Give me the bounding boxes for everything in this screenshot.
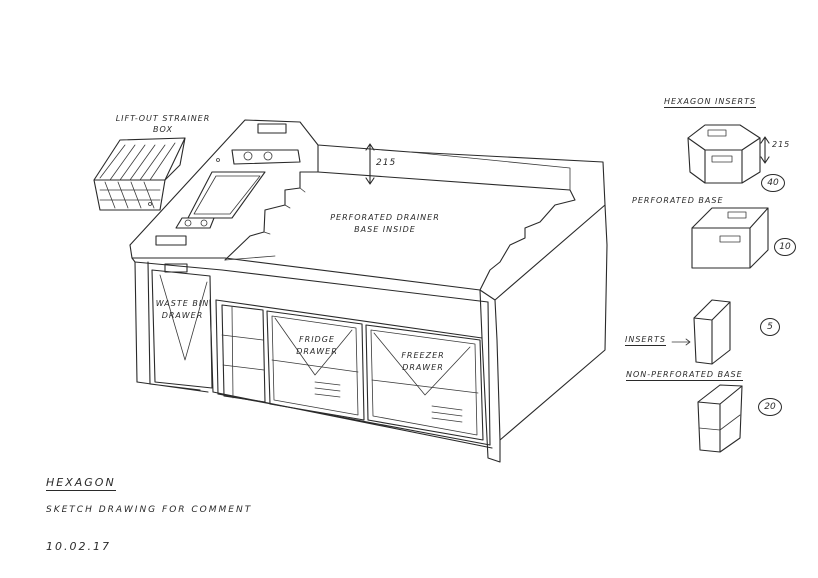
non-perforated-base-diagram <box>697 384 743 453</box>
main-unit <box>129 119 608 463</box>
title-block-description: SKETCH DRAWING FOR COMMENT <box>46 505 253 515</box>
hexagon-inserts-label: HEXAGON INSERTS <box>664 97 757 108</box>
strainer-box-label: LIFT-OUT STRAINER BOX <box>115 114 211 134</box>
inserts-count: 5 <box>760 318 780 336</box>
title-block-name: HEXAGON <box>46 476 116 491</box>
inserts-label: INSERTS <box>625 335 666 346</box>
non-perforated-base-label: NON-PERFORATED BASE <box>626 370 743 381</box>
perforated-base-count: 10 <box>774 238 796 256</box>
title-block-date: 10.02.17 <box>46 540 111 553</box>
dimension-label-insert: 215 <box>772 140 791 149</box>
non-perforated-base-count: 20 <box>758 398 782 416</box>
drainer-base-label: PERFORATED DRAINER BASE INSIDE <box>330 213 440 234</box>
fridge-drawer-label: FRIDGE DRAWER <box>296 335 338 356</box>
hexagon-insert-diagram <box>687 124 770 184</box>
dimension-label-main: 215 <box>376 158 397 168</box>
perforated-base-diagram <box>691 207 769 269</box>
inserts-diagram <box>693 299 731 365</box>
perforated-base-label: PERFORATED BASE <box>632 196 724 205</box>
hexagon-inserts-count: 40 <box>761 174 785 192</box>
waste-bin-drawer-label: WASTE BIN DRAWER <box>155 299 210 320</box>
freezer-drawer-label: FREEZER DRAWER <box>401 351 445 372</box>
strainer-box <box>93 137 186 211</box>
